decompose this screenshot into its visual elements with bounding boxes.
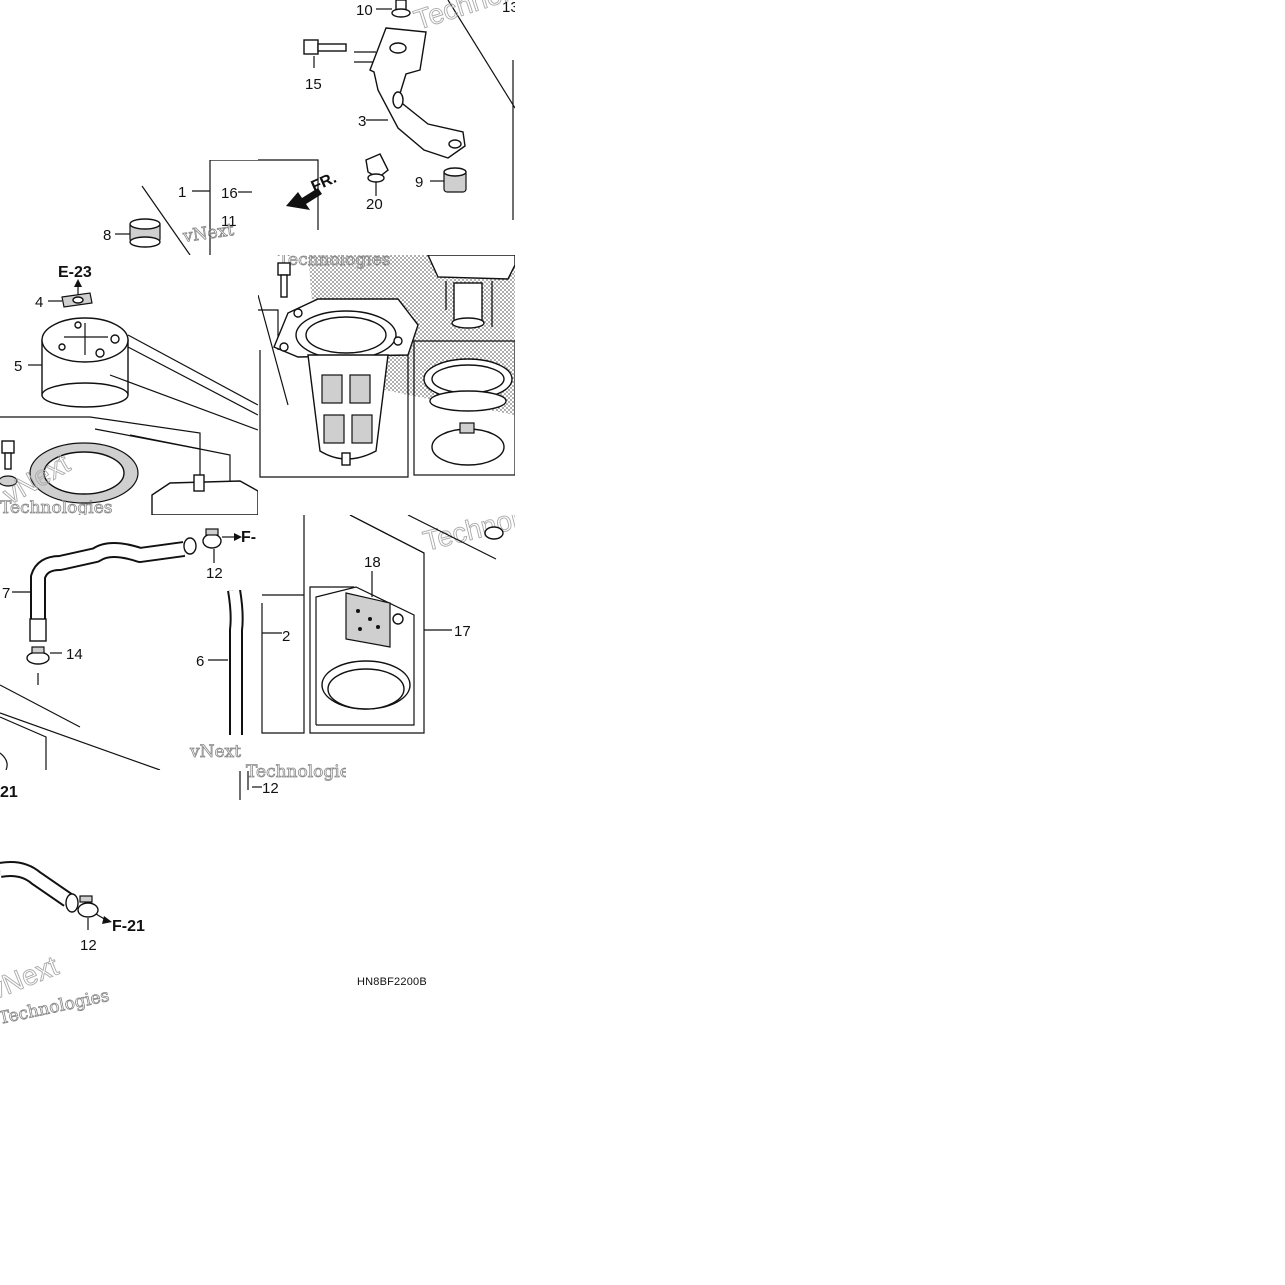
clip-part [202, 528, 222, 549]
pump-motor-part [427, 255, 515, 329]
clip-part [365, 153, 389, 183]
bolt-part [391, 0, 411, 18]
tile-hose-strip: 6 [190, 590, 260, 770]
watermark-text: Technologies [246, 762, 346, 782]
callout-10: 10 [356, 2, 373, 19]
tile-grommet-left: 1 16 11 vNext 8 [0, 160, 258, 255]
tile-seal-kit: Technologies 2 17 18 [258, 515, 515, 770]
callout-20: 20 [366, 196, 383, 213]
callout-11: 11 [221, 213, 237, 230]
pump-cover-part [41, 317, 129, 408]
gasket-pad-part [345, 592, 391, 648]
watermark-text: Technologies [0, 498, 113, 515]
grommet-part [129, 218, 161, 248]
clamp-part [61, 292, 93, 308]
bolt-part [1, 440, 15, 470]
fuel-pump-part [273, 298, 419, 466]
o-ring-part [321, 660, 411, 710]
tile-pump-cover: E-23 4 5 vNext Technologie [0, 255, 258, 515]
callout-12-lower: 12 [262, 780, 279, 797]
callout-4: 4 [35, 294, 43, 311]
pump-base-part [151, 474, 258, 515]
tile-hose-bottom: 21 F-21 12 vNext Technologies [0, 770, 155, 1030]
watermark-brand: vNext [181, 220, 235, 247]
grommet-part [443, 167, 467, 193]
tile-hose-strip-lower: vNext Technologies 12 [186, 735, 346, 800]
callout-3: 3 [358, 113, 366, 130]
callout-17: 17 [454, 623, 471, 640]
callout-12: 12 [206, 565, 223, 582]
callout-18: 18 [364, 554, 381, 571]
callout-1: 1 [178, 184, 186, 201]
mounting-bracket-part [369, 27, 466, 159]
ref-21-partial: 21 [0, 784, 18, 801]
callout-2: 2 [282, 628, 290, 645]
gasket-part [29, 442, 139, 504]
tile-pump-assy: Technologies [258, 255, 515, 480]
diagram-code: HN8BF2200B [357, 976, 427, 988]
bolt-part [303, 39, 347, 55]
tile-bracket: Technologies 10 13 15 3 20 9 FR. [258, 0, 515, 255]
clip-part [77, 895, 99, 918]
ref-f21-partial: F- [241, 529, 256, 546]
svg-text:FR.: FR. [309, 170, 339, 196]
callout-7: 7 [2, 585, 10, 602]
callout-9: 9 [415, 174, 423, 191]
callout-13: 13 [502, 0, 515, 16]
callout-5: 5 [14, 358, 22, 375]
watermark-text: Technologies [278, 255, 391, 270]
callout-12-bottom: 12 [80, 937, 97, 954]
watermark-brand: vNext [189, 742, 241, 762]
filter-part [431, 422, 505, 466]
clip-part [26, 646, 50, 665]
watermark-text: Technologies [410, 0, 515, 36]
callout-14: 14 [66, 646, 83, 663]
ref-e23: E-23 [58, 264, 92, 281]
callout-6: 6 [196, 653, 204, 670]
front-direction-arrow: FR. [286, 170, 339, 210]
callout-8: 8 [103, 227, 111, 244]
callout-15: 15 [305, 76, 322, 93]
clip-part [484, 526, 504, 540]
ref-f21: F-21 [112, 918, 145, 935]
callout-16: 16 [221, 185, 238, 202]
